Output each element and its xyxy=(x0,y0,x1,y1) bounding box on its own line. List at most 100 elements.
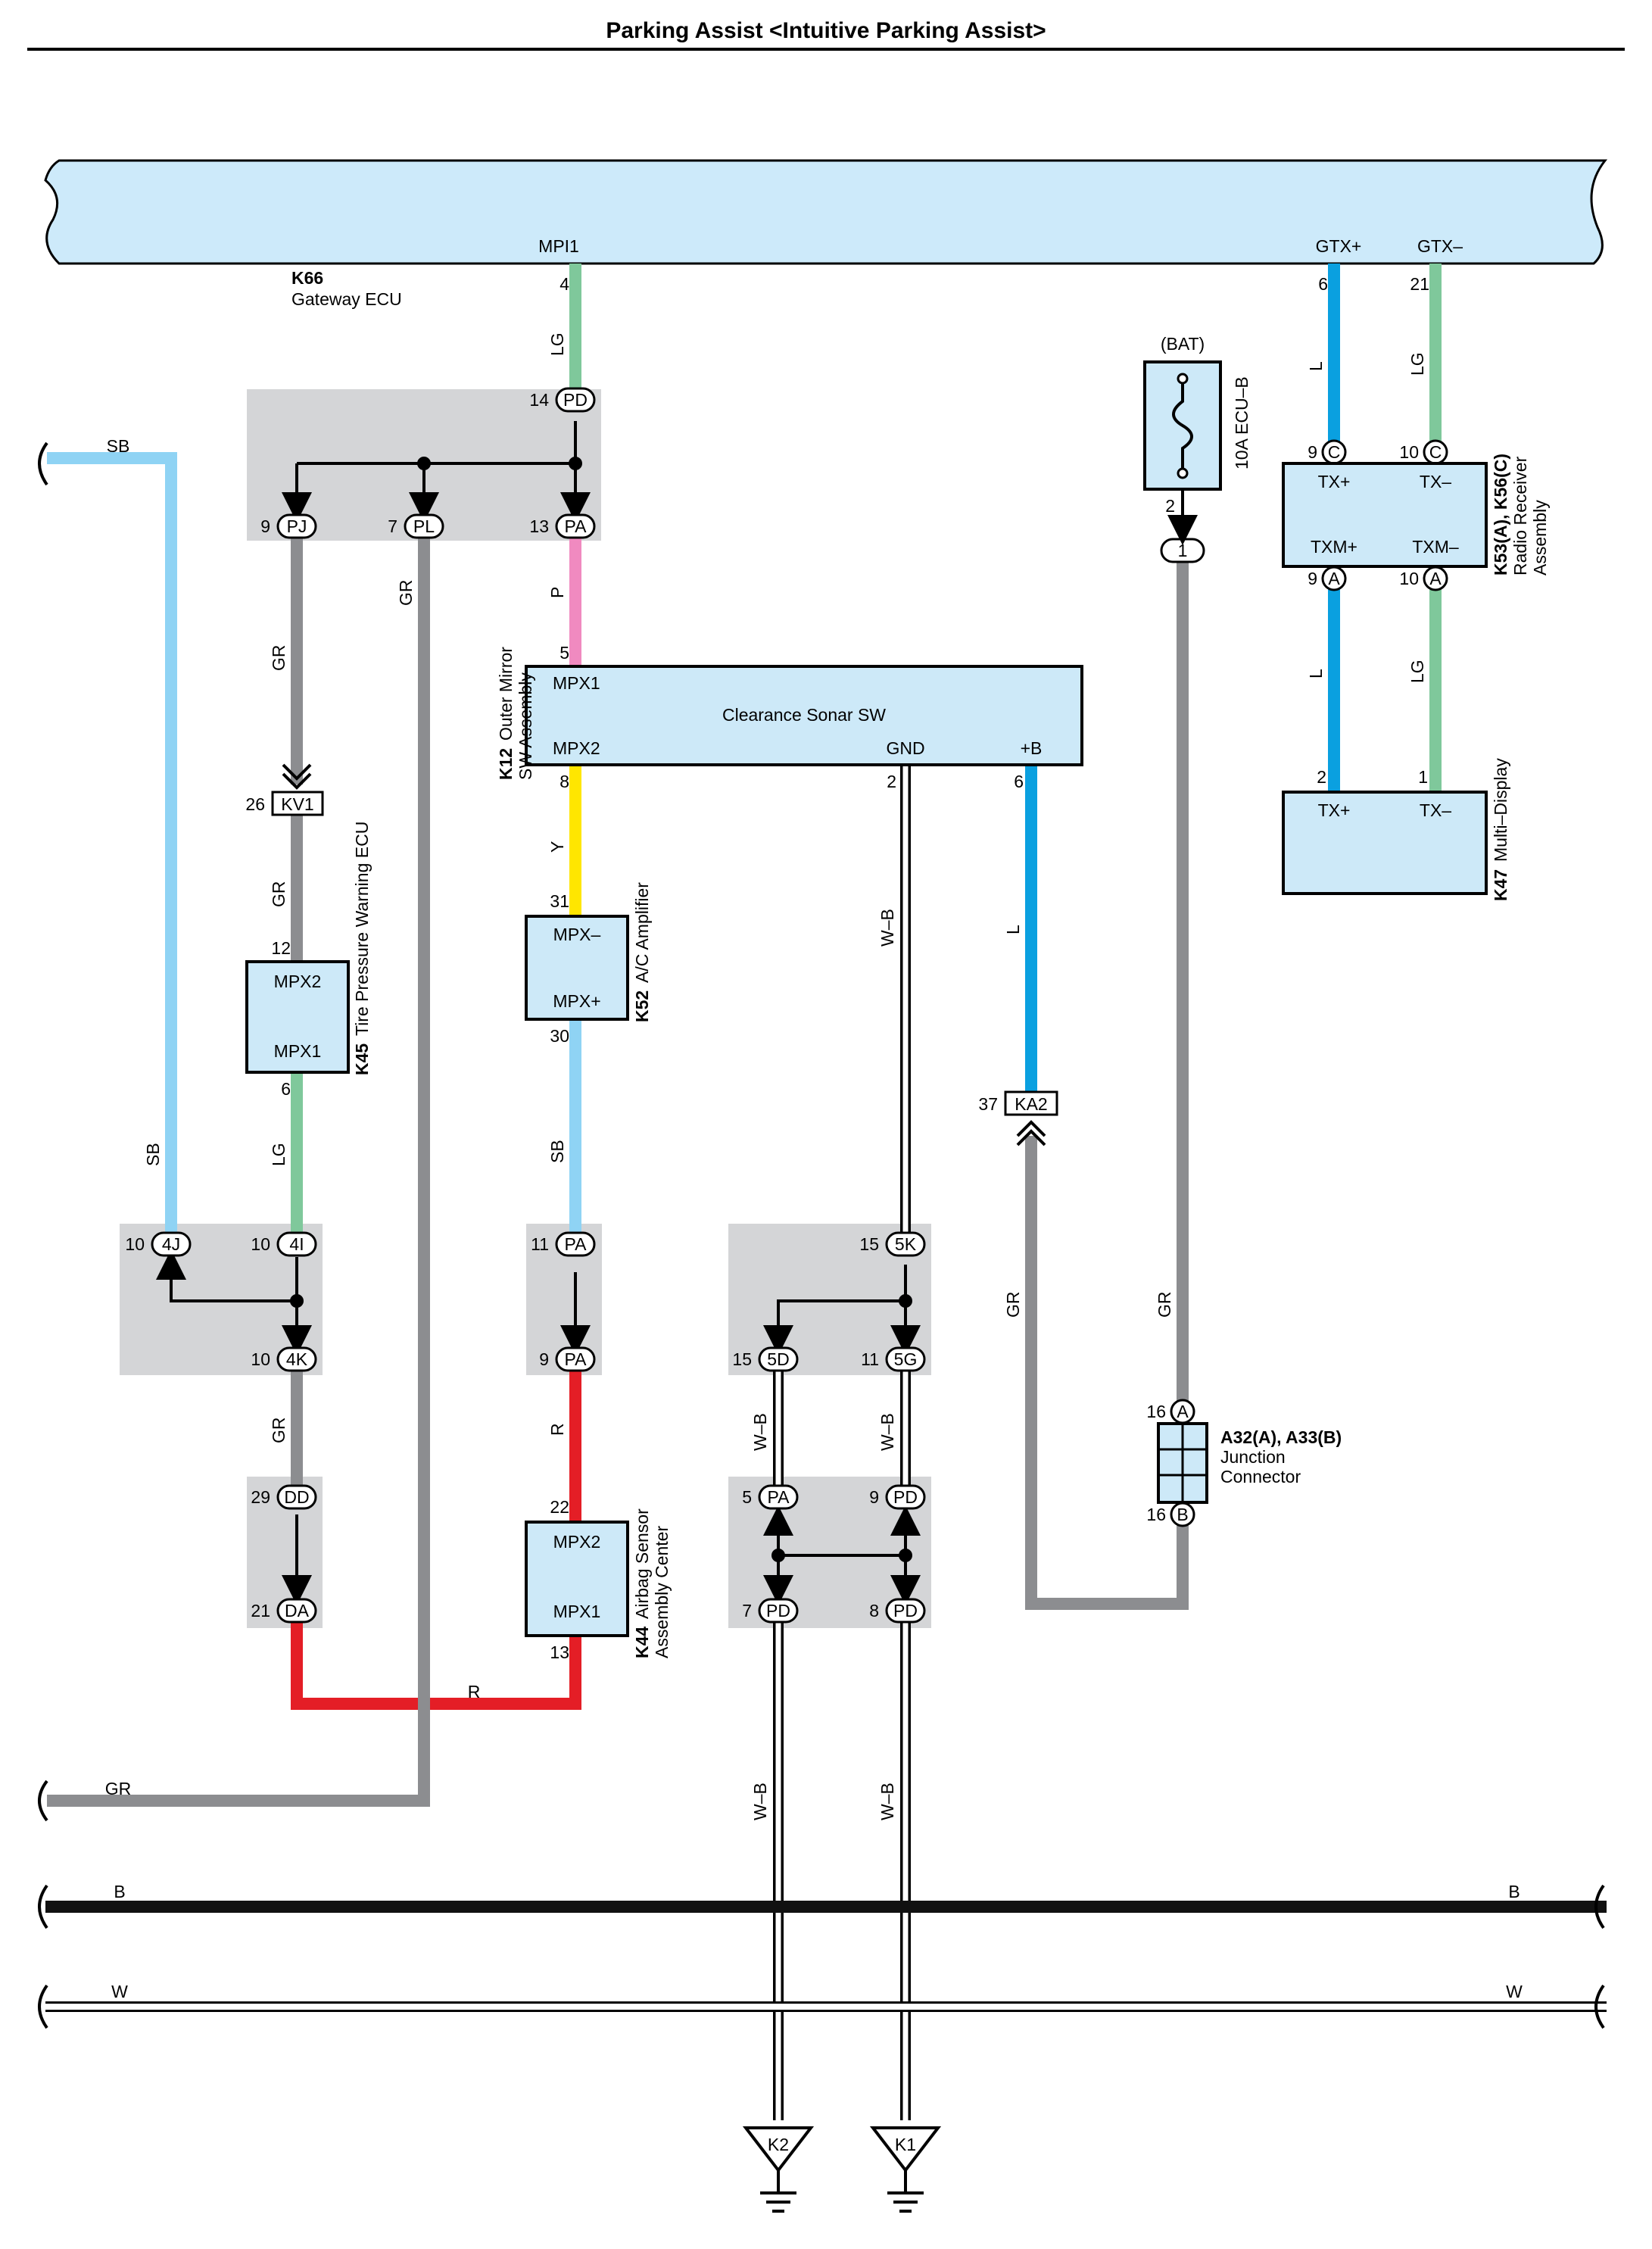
ground-k2 xyxy=(742,2126,815,2213)
k12-n8: 8 xyxy=(559,772,569,791)
svg-text:W: W xyxy=(111,1982,128,2001)
svg-text:GR: GR xyxy=(1155,1292,1174,1318)
svg-text:K53(A), K56(C): K53(A), K56(C) xyxy=(1491,454,1510,576)
k44-n13: 13 xyxy=(550,1642,569,1662)
svg-text:L: L xyxy=(1306,361,1326,371)
page-title: Parking Assist <Intuitive Parking Assist… xyxy=(606,18,1046,43)
k44-mpx2: MPX2 xyxy=(553,1532,601,1552)
k52-mpxm: MPX– xyxy=(553,925,601,944)
pin-pd-7: PD xyxy=(766,1601,790,1620)
svg-text:10A ECU–B: 10A ECU–B xyxy=(1232,376,1251,469)
svg-text:Multi–Display: Multi–Display xyxy=(1491,758,1510,862)
num-9-pj: 9 xyxy=(260,516,270,536)
k53-txmm: TXM– xyxy=(1412,537,1459,557)
k45-n12: 12 xyxy=(271,938,291,958)
k47-n2: 2 xyxy=(1317,767,1326,787)
k52-label: K52 A/C Amplifier xyxy=(632,882,652,1022)
num-13-pa: 13 xyxy=(529,516,549,536)
k44-n22: 22 xyxy=(550,1497,569,1517)
k44-label-2: Assembly Center xyxy=(652,1526,672,1658)
k53-box xyxy=(1282,462,1488,568)
k47-txm: TX– xyxy=(1420,800,1451,820)
svg-text:P: P xyxy=(547,587,567,598)
svg-text:Assembly Center: Assembly Center xyxy=(652,1526,672,1658)
k45-box xyxy=(245,960,350,1074)
num-pd-9: 9 xyxy=(869,1487,879,1507)
num-a-9: 9 xyxy=(1308,569,1317,588)
num-fuse-2: 2 xyxy=(1165,496,1175,516)
pin-pd-9: PD xyxy=(893,1487,918,1507)
junction-internals xyxy=(156,421,921,1605)
num-a-10: 10 xyxy=(1399,569,1419,588)
ka2-chevron-icon xyxy=(1016,1120,1046,1146)
k12-b: +B xyxy=(1021,738,1043,758)
jc-grid xyxy=(1158,1424,1207,1502)
svg-text:Outer Mirror: Outer Mirror xyxy=(496,647,516,741)
ka2-connector xyxy=(1004,1090,1058,1116)
wire-sb-left xyxy=(47,452,177,1233)
num-pa-11: 11 xyxy=(531,1234,549,1254)
svg-text:LG: LG xyxy=(1407,352,1427,376)
wire-gr-ka2 xyxy=(1025,1136,1189,1610)
svg-text:R: R xyxy=(468,1682,481,1702)
svg-text:W–B: W–B xyxy=(750,1413,770,1451)
num-pd-7: 7 xyxy=(742,1601,752,1620)
num-dd: 29 xyxy=(251,1487,270,1507)
num-pa-9: 9 xyxy=(539,1349,549,1369)
num-gw-4: 4 xyxy=(559,274,569,294)
num-c-10: 10 xyxy=(1399,442,1419,462)
k52-box xyxy=(525,915,629,1021)
num-5d: 15 xyxy=(732,1349,752,1369)
pin-fuse-1: 1 xyxy=(1178,541,1188,560)
num-c-9: 9 xyxy=(1308,442,1317,462)
svg-text:GR: GR xyxy=(269,1418,288,1444)
pin-4j: 4J xyxy=(162,1234,180,1254)
svg-text:Assembly: Assembly xyxy=(1530,500,1550,576)
svg-text:LG: LG xyxy=(547,332,567,356)
pin-c-9: C xyxy=(1328,442,1341,462)
num-gw-21: 21 xyxy=(1410,274,1429,294)
wire-labels: LG P GR GR GR LG SB GR Y SB R W–B W–B W–… xyxy=(105,332,1523,2001)
pin-a-9: A xyxy=(1328,569,1340,588)
svg-text:W–B: W–B xyxy=(877,909,897,947)
ka2-num: 37 xyxy=(978,1094,998,1114)
k53-label-2: Radio Receiver xyxy=(1510,456,1530,576)
svg-text:W–B: W–B xyxy=(877,1783,897,1820)
svg-text:GR: GR xyxy=(269,881,288,908)
pin-pj: PJ xyxy=(287,516,307,536)
wire-wb-gnd xyxy=(773,765,911,2120)
svg-text:Tire Pressure Warning ECU: Tire Pressure Warning ECU xyxy=(352,822,372,1036)
svg-text:K47: K47 xyxy=(1491,869,1510,901)
k45-mpx2: MPX2 xyxy=(274,972,322,991)
wire-r-bottom xyxy=(291,1622,581,1710)
k44-box xyxy=(525,1521,629,1637)
k12-gnd: GND xyxy=(886,738,924,758)
pin-jc-a: A xyxy=(1177,1402,1189,1421)
jc-name1: Junction xyxy=(1220,1447,1286,1467)
pin-a-10: A xyxy=(1429,569,1442,588)
k53-label: K53(A), K56(C) xyxy=(1491,454,1510,576)
svg-text:W: W xyxy=(1506,1982,1523,2001)
svg-text:K45: K45 xyxy=(352,1043,372,1075)
pin-pd-8: PD xyxy=(893,1601,918,1620)
fuse-label: 10A ECU–B xyxy=(1232,376,1251,469)
svg-text:SB: SB xyxy=(143,1143,163,1166)
svg-text:LG: LG xyxy=(269,1143,288,1166)
k12-label: K12 Outer Mirror SW Assembly xyxy=(496,647,535,780)
kv1-label: KV1 xyxy=(281,794,313,814)
pin-ovals xyxy=(151,387,1448,1624)
svg-text:Radio Receiver: Radio Receiver xyxy=(1510,456,1530,576)
svg-text:SB: SB xyxy=(107,436,130,456)
wire-gr-pl xyxy=(47,538,430,1807)
num-jc-16a: 16 xyxy=(1146,1402,1166,1421)
pin-dd: DD xyxy=(284,1487,309,1507)
jc-code: A32(A), A33(B) xyxy=(1220,1427,1342,1447)
gateway-ecu-bus xyxy=(44,159,1608,265)
svg-text:Airbag Sensor: Airbag Sensor xyxy=(632,1508,652,1619)
k12-mpx1: MPX1 xyxy=(553,673,600,693)
pin-4k: 4K xyxy=(286,1349,308,1369)
ground-k2-label: K2 xyxy=(768,2135,789,2154)
pin-5k: 5K xyxy=(895,1234,917,1254)
k45-label: K45 Tire Pressure Warning ECU xyxy=(352,822,372,1075)
